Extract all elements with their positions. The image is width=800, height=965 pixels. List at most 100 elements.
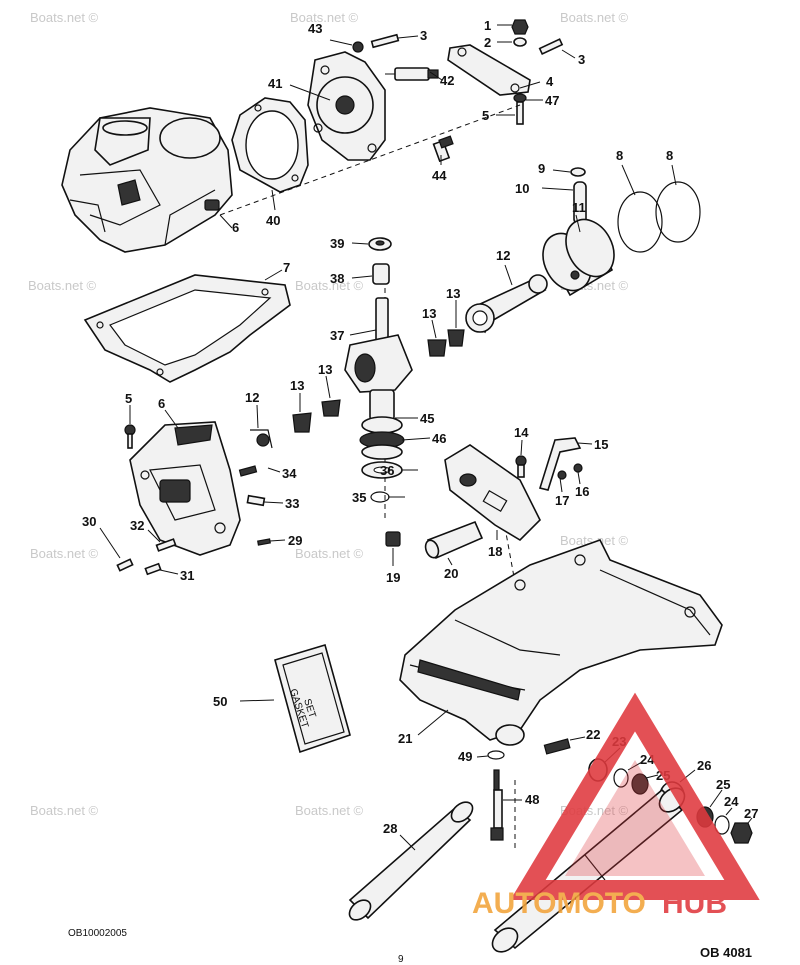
part-label: 4 bbox=[546, 74, 554, 89]
tube-part bbox=[348, 801, 474, 921]
part-label: 32 bbox=[130, 518, 144, 533]
stud-part bbox=[513, 93, 527, 125]
watermark: Boats.net © bbox=[295, 278, 364, 293]
logo-triangle-icon bbox=[510, 692, 760, 900]
part-label: 11 bbox=[572, 200, 586, 215]
head-gasket-part bbox=[231, 97, 309, 193]
spark-plug-part bbox=[385, 67, 439, 81]
bushing-part bbox=[385, 520, 484, 560]
part-label: 50 bbox=[213, 694, 227, 709]
part-label: 37 bbox=[330, 328, 344, 343]
watermark: Boats.net © bbox=[560, 533, 629, 548]
part-label: 42 bbox=[440, 73, 454, 88]
watermark: Boats.net © bbox=[30, 546, 99, 561]
part-label: 36 bbox=[380, 463, 394, 478]
crankcase-part bbox=[129, 421, 241, 556]
part-label: 46 bbox=[432, 431, 446, 446]
part-label: 35 bbox=[352, 490, 366, 505]
nut-part bbox=[511, 19, 529, 47]
part-label: 28 bbox=[383, 821, 397, 836]
part-label: 49 bbox=[458, 749, 472, 764]
part-label: 44 bbox=[432, 168, 447, 183]
water-tube-part bbox=[487, 750, 505, 841]
part-label: 27 bbox=[744, 806, 758, 821]
part-label: 20 bbox=[444, 566, 458, 581]
cylinder-block-part bbox=[61, 107, 233, 253]
part-label: 8 bbox=[616, 148, 623, 163]
logo-text-hub: HUB bbox=[662, 887, 727, 920]
stud-part bbox=[543, 738, 571, 755]
part-label: 12 bbox=[245, 390, 259, 405]
part-label: 13 bbox=[318, 362, 332, 377]
part-label: 22 bbox=[586, 727, 600, 742]
crankcase-gasket-part bbox=[83, 274, 291, 383]
part-label: 6 bbox=[232, 220, 239, 235]
drive-shaft-housing-part bbox=[399, 539, 723, 746]
part-label: 17 bbox=[555, 493, 569, 508]
part-label: 25 bbox=[716, 777, 730, 792]
connecting-rod-part bbox=[465, 274, 548, 334]
part-label: 6 bbox=[158, 396, 165, 411]
part-label: 16 bbox=[575, 484, 589, 499]
exhaust-plate-part bbox=[444, 444, 541, 542]
piston-ring-part bbox=[617, 181, 701, 253]
bracket-part bbox=[447, 44, 531, 96]
part-label: 12 bbox=[496, 248, 510, 263]
bearing-part bbox=[292, 329, 465, 433]
reference-code: OB 4081 bbox=[700, 945, 752, 960]
gasket-set-part: GASKET SET bbox=[274, 643, 351, 754]
bolt-part bbox=[352, 33, 564, 56]
crankshaft-part bbox=[344, 297, 413, 460]
part-label: 1 bbox=[484, 18, 491, 33]
watermark: Boats.net © bbox=[30, 10, 99, 25]
part-label: 18 bbox=[488, 544, 502, 559]
part-label: 41 bbox=[268, 76, 282, 91]
watermark: Boats.net © bbox=[295, 546, 364, 561]
part-label: 39 bbox=[330, 236, 344, 251]
logo-text-automoto: AUTOMOTO bbox=[472, 887, 646, 920]
part-label: 7 bbox=[283, 260, 290, 275]
part-label: 13 bbox=[290, 378, 304, 393]
bolt-part bbox=[432, 135, 454, 163]
part-label: 24 bbox=[724, 794, 739, 809]
part-label: 47 bbox=[545, 93, 559, 108]
watermark: Boats.net © bbox=[290, 10, 359, 25]
part-label: 34 bbox=[282, 466, 297, 481]
part-label: 13 bbox=[446, 286, 460, 301]
part-label: 40 bbox=[266, 213, 280, 228]
watermark: Boats.net © bbox=[28, 278, 97, 293]
leader-lines bbox=[99, 24, 753, 851]
linkage-part bbox=[515, 437, 583, 491]
part-label: 21 bbox=[398, 731, 412, 746]
watermark: Boats.net © bbox=[295, 803, 364, 818]
part-label: 2 bbox=[484, 35, 491, 50]
part-label: 48 bbox=[525, 792, 539, 807]
part-label: 31 bbox=[180, 568, 194, 583]
automotohub-logo: AUTOMOTO HUB bbox=[472, 692, 760, 920]
part-label: 3 bbox=[420, 28, 427, 43]
part-label: 29 bbox=[288, 533, 302, 548]
watermark: Boats.net © bbox=[30, 803, 99, 818]
part-label: 15 bbox=[594, 437, 608, 452]
page-number: 9 bbox=[398, 954, 404, 965]
part-label: 19 bbox=[386, 570, 400, 585]
part-label: 43 bbox=[308, 21, 322, 36]
part-label: 5 bbox=[482, 108, 489, 123]
piston-part bbox=[542, 218, 615, 297]
screw-part bbox=[116, 424, 273, 576]
part-label: 3 bbox=[578, 52, 585, 67]
part-label: 14 bbox=[514, 425, 529, 440]
part-label: 45 bbox=[420, 411, 434, 426]
part-label: 10 bbox=[515, 181, 529, 196]
part-label: 38 bbox=[330, 271, 344, 286]
part-label: 30 bbox=[82, 514, 96, 529]
washer-part bbox=[361, 461, 403, 503]
part-label: 8 bbox=[666, 148, 673, 163]
part-label: 33 bbox=[285, 496, 299, 511]
part-label: 26 bbox=[697, 758, 711, 773]
document-code: OB10002005 bbox=[68, 928, 127, 939]
part-label: 5 bbox=[125, 391, 132, 406]
piston-pin-part bbox=[570, 167, 587, 225]
